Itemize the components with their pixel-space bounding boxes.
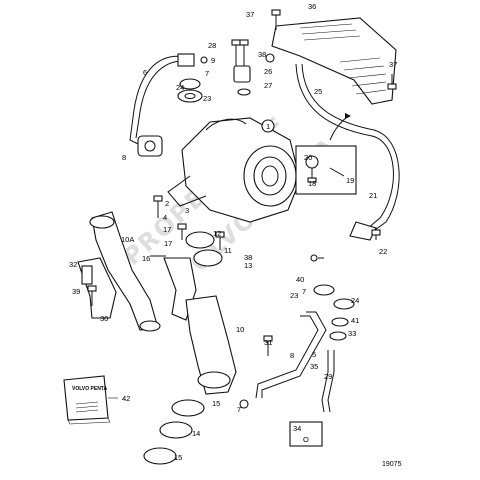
callout-8: 8 [122, 153, 126, 162]
kit-box-label: 34 [293, 424, 301, 433]
document-number: 19075 [382, 461, 402, 468]
turbo-callout-ring [261, 119, 275, 133]
callout-19: 19 [346, 176, 354, 185]
callout-26: 26 [264, 67, 272, 76]
detail-inset [295, 113, 357, 195]
callout-29: 29 [324, 372, 332, 381]
callout-28: 28 [208, 41, 216, 50]
callout-9: 9 [211, 56, 215, 65]
callout-16: 16 [142, 254, 150, 263]
heat-shield [271, 17, 397, 105]
turbocharger [167, 117, 301, 223]
kit-box: 34 O [289, 421, 323, 447]
callout-15: 15 [174, 453, 182, 462]
callout-4: 4 [163, 213, 167, 222]
callout-32: 32 [69, 260, 77, 269]
callout-22: 22 [379, 247, 387, 256]
callout-33: 33 [348, 329, 356, 338]
callout-1: 1 [266, 122, 270, 131]
kit-box-symbol: O [303, 435, 309, 444]
callout-38: 38 [258, 50, 266, 59]
callout-5: 5 [312, 350, 316, 359]
callout-15: 15 [212, 399, 220, 408]
exhaust-pipe [143, 295, 237, 465]
callout-23: 23 [203, 94, 211, 103]
callout-40: 40 [296, 275, 304, 284]
return-pipe-lower [239, 284, 355, 413]
callout-23: 23 [290, 291, 298, 300]
callout-12: 12 [213, 229, 221, 238]
oil-return-line [295, 63, 400, 241]
callout-8: 8 [290, 351, 294, 360]
callout-17: 17 [163, 225, 171, 234]
callout-11: 11 [224, 246, 232, 255]
callout-31: 31 [264, 338, 272, 347]
banjo-fittings [177, 53, 208, 103]
callout-41: 41 [351, 316, 359, 325]
inlet-pipe [77, 211, 161, 332]
callout-35: 35 [310, 362, 318, 371]
callout-37: 37 [389, 60, 397, 69]
callout-13: 13 [244, 261, 252, 270]
callout-14: 14 [192, 429, 200, 438]
callout-10A: 10A [121, 235, 134, 244]
bolts-top [231, 9, 397, 96]
callout-24: 24 [176, 83, 184, 92]
bolts-misc [153, 195, 381, 356]
callout-7: 7 [205, 69, 209, 78]
callout-18: 18 [308, 179, 316, 188]
callout-27: 27 [264, 81, 272, 90]
callout-24: 24 [351, 296, 359, 305]
oil-feed-pipe [129, 55, 195, 157]
callout-36: 36 [308, 2, 316, 11]
callout-6: 6 [143, 68, 147, 77]
callout-10: 10 [236, 325, 244, 334]
callout-42: 42 [122, 394, 130, 403]
callout-21: 21 [369, 191, 377, 200]
callout-38: 38 [244, 253, 252, 262]
callout-25: 25 [314, 87, 322, 96]
manual-cover-text: VOLVO PENTA [72, 386, 107, 392]
callout-2: 2 [165, 199, 169, 208]
callout-39: 39 [72, 287, 80, 296]
callout-30: 30 [100, 314, 108, 323]
manual-book: VOLVO PENTA [63, 375, 118, 425]
callout-7: 7 [302, 287, 306, 296]
callout-20: 20 [304, 153, 312, 162]
callout-3: 3 [185, 206, 189, 215]
callout-37: 37 [246, 10, 254, 19]
callout-7: 7 [237, 405, 241, 414]
callout-17: 17 [164, 239, 172, 248]
